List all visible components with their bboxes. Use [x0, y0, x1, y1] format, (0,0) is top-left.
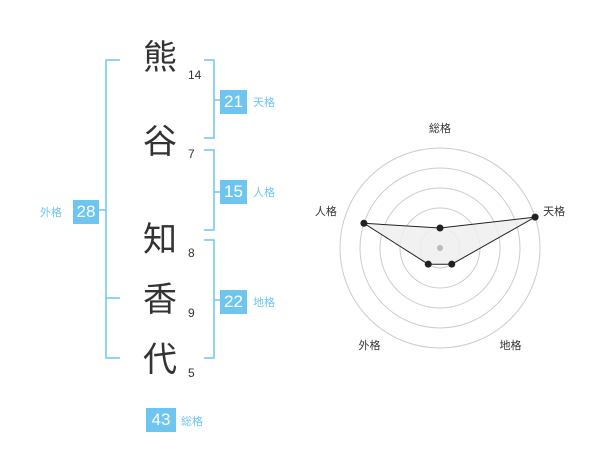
tenkaku-value-badge: 21 — [220, 90, 247, 114]
tenkaku-bracket — [204, 59, 220, 139]
chikaku-label: 地格 — [253, 296, 275, 309]
tenkaku-label: 天格 — [253, 96, 275, 109]
radar-center-dot — [437, 245, 443, 251]
radar-point-1 — [436, 224, 444, 232]
stroke-count-5: 5 — [188, 366, 195, 380]
name-char-4: 香 — [143, 280, 177, 320]
gaikaku-label: 外格 — [40, 206, 62, 219]
radar-point-5 — [360, 219, 368, 227]
chikaku-bracket — [204, 239, 220, 359]
radar-ring-5 — [339, 147, 541, 349]
chikaku-value-badge: 22 — [220, 290, 247, 314]
radar-point-3 — [448, 260, 456, 268]
jinkaku-bracket — [204, 149, 220, 231]
radar-axis-label-2: 天格 — [543, 204, 565, 218]
stroke-count-1: 14 — [188, 68, 202, 82]
name-char-3: 知 — [143, 220, 177, 260]
gaikaku-value-badge: 28 — [73, 200, 99, 224]
radar-ring-4 — [359, 167, 521, 329]
radar-point-4 — [424, 260, 432, 268]
soukaku-label: 総格 — [181, 415, 203, 428]
soukaku-value-badge: 43 — [146, 408, 176, 432]
stroke-count-4: 9 — [188, 306, 195, 320]
name-char-2: 谷 — [143, 122, 177, 162]
jinkaku-label: 人格 — [253, 186, 275, 199]
radar-axis-label-3: 地格 — [500, 338, 522, 352]
stroke-count-2: 7 — [188, 147, 195, 161]
radar-axis-label-1: 総格 — [429, 121, 451, 135]
radar-polygon — [363, 216, 536, 265]
radar-axis-label-5: 人格 — [315, 204, 337, 218]
name-char-5: 代 — [143, 340, 177, 380]
radar-ring-3 — [379, 187, 501, 309]
name-char-1: 熊 — [143, 38, 177, 78]
radar-axis-label-4: 外格 — [359, 338, 381, 352]
radar-point-2 — [531, 213, 539, 221]
stroke-count-3: 8 — [188, 246, 195, 260]
jinkaku-value-badge: 15 — [220, 180, 247, 204]
